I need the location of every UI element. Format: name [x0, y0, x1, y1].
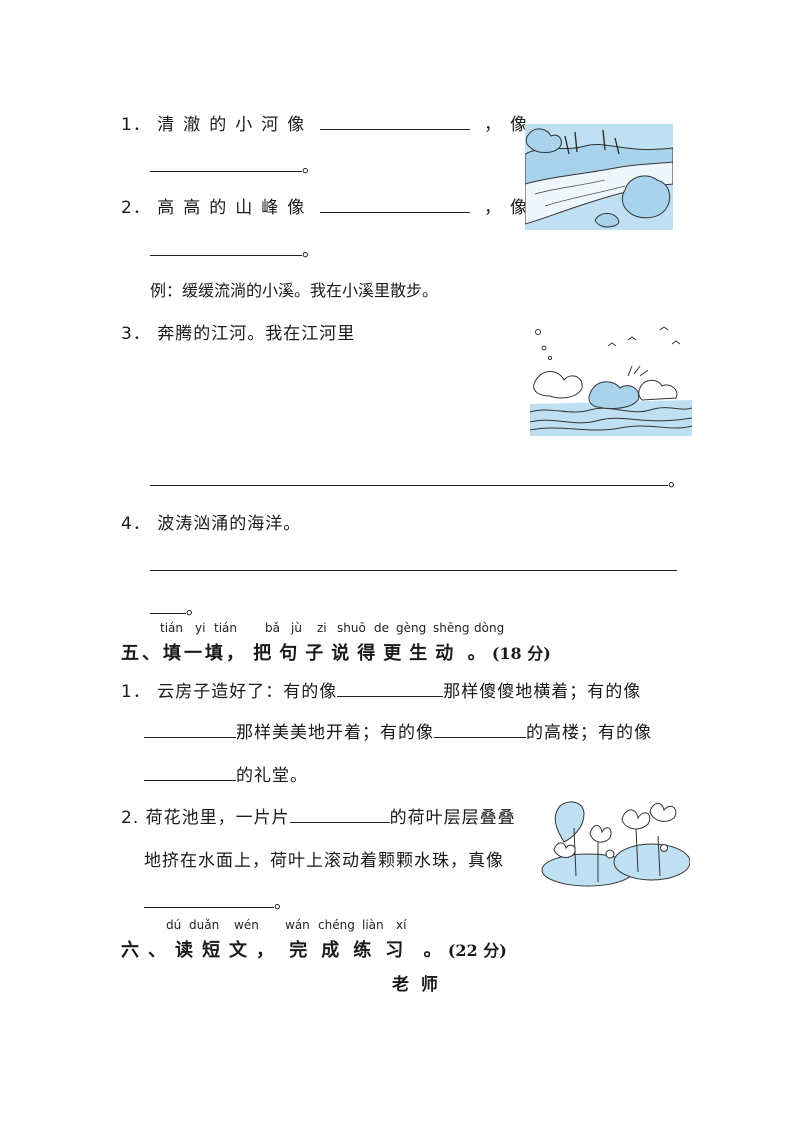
question-2-line1: 2． 高高的山峰像 ，像	[121, 193, 536, 218]
question-connector: ，像	[484, 198, 537, 218]
section-score: (18 分)	[491, 644, 551, 663]
sentence-text: 的荷叶层层叠叠	[389, 808, 516, 828]
example-sentence: 例：缓缓流淌的小溪。我在小溪里散步。	[150, 281, 439, 300]
pinyin: shuō	[337, 621, 366, 635]
answer-blank[interactable]	[337, 678, 444, 697]
lotus-pond-illustration	[541, 801, 690, 887]
section-5-pinyin: tián yi tián bǎ jù zi shuō de gèng shēng…	[0, 621, 800, 637]
answer-blank[interactable]	[319, 194, 470, 213]
pinyin: tián	[160, 621, 183, 635]
question-number: 2.	[121, 808, 140, 828]
pinyin: dú	[166, 918, 182, 932]
passage-title: 老 师	[392, 975, 438, 995]
answer-blank[interactable]	[434, 719, 526, 738]
question-connector: ，像	[484, 115, 537, 135]
question-prompt: 清澈的小河像	[157, 115, 314, 135]
pinyin: liàn	[362, 918, 384, 932]
answer-blank[interactable]	[150, 237, 302, 256]
question-prompt: 波涛汹涌的海洋。	[157, 514, 302, 534]
sentence-text: 云房子造好了：有的像	[157, 682, 338, 702]
question-number: 2．	[121, 198, 151, 218]
sentence-text: 那样美美地开着；有的像	[236, 723, 434, 743]
pinyin: tián	[214, 621, 237, 635]
section-6-pinyin: dú duǎn wén wán chéng liàn xí	[0, 918, 800, 934]
section-6-heading: 六、读短文， 完成练习 。 (22 分)	[121, 936, 507, 962]
sentence-text: 的高楼；有的像	[526, 723, 652, 743]
answer-blank[interactable]	[150, 467, 668, 486]
question-4-answer-line2: 。	[150, 594, 204, 619]
answer-blank[interactable]	[150, 595, 186, 614]
question-end: 。	[302, 157, 320, 177]
question-2-line2: 。	[150, 236, 320, 261]
pinyin: shēng	[433, 621, 470, 635]
answer-blank[interactable]	[144, 719, 236, 738]
pinyin: wán	[285, 918, 310, 932]
answer-blank[interactable]	[144, 762, 236, 781]
question-prompt: 高高的山峰像	[157, 198, 314, 218]
question-3-answer-line: 。	[150, 466, 686, 491]
section-5-item-1-line3: 的礼堂。	[144, 761, 308, 786]
section-5-item-1-line2: 那样美美地开着；有的像 的高楼；有的像	[144, 718, 652, 743]
section-5-item-1-line1: 1． 云房子造好了：有的像 那样傻傻地横着；有的像	[121, 677, 641, 702]
answer-blank[interactable]	[144, 889, 274, 908]
question-end: 。	[274, 893, 292, 913]
question-3-line1: 3． 奔腾的江河。我在江河里	[121, 319, 355, 344]
answer-blank[interactable]	[150, 153, 302, 172]
pinyin: jù	[291, 621, 302, 635]
question-number: 1．	[121, 115, 151, 135]
sentence-text: 那样傻傻地横着；有的像	[443, 682, 642, 702]
sentence-text: 荷花池里，一片片	[145, 808, 290, 828]
section-title-continued: 把句子说得更生动	[253, 643, 462, 664]
sea-waves-illustration	[530, 326, 692, 436]
question-end: 。	[302, 241, 320, 261]
pinyin: yi	[195, 621, 206, 635]
pinyin: dòng	[474, 621, 505, 635]
section-5-item-2-line1: 2. 荷花池里，一片片 的荷叶层层叠叠	[121, 803, 516, 828]
sentence-text: 的礼堂。	[236, 766, 308, 786]
question-end: 。	[186, 599, 204, 619]
section-end: 。	[423, 940, 442, 961]
question-1-line2: 。	[150, 152, 320, 177]
answer-blank[interactable]	[289, 804, 390, 823]
section-5-heading: 五、填一填， 把句子说得更生动 。 (18 分)	[121, 639, 551, 665]
section-title-continued: 完成练习	[289, 940, 418, 961]
question-number: 3．	[121, 324, 151, 344]
sentence-text: 地挤在水面上，荷叶上滚动着颗颗水珠，真像	[144, 851, 504, 871]
question-4-answer-line1	[150, 552, 677, 576]
answer-blank[interactable]	[150, 552, 677, 571]
pinyin: chéng	[318, 918, 355, 932]
section-end: 。	[467, 643, 486, 664]
question-number: 4．	[121, 514, 151, 534]
section-score: (22 分)	[447, 941, 507, 960]
pinyin: bǎ	[265, 621, 280, 635]
question-prompt: 奔腾的江河。我在江河里	[157, 324, 356, 344]
section-title: 六、读短文，	[121, 940, 283, 961]
section-5-item-2-line2: 地挤在水面上，荷叶上滚动着颗颗水珠，真像	[144, 846, 504, 871]
pinyin: duǎn	[189, 918, 220, 932]
pinyin: wén	[234, 918, 259, 932]
question-4-line1: 4． 波涛汹涌的海洋。	[121, 509, 301, 534]
question-1-line1: 1． 清澈的小河像 ，像	[121, 110, 536, 135]
section-title: 五、填一填，	[121, 643, 247, 664]
pinyin: de	[374, 621, 389, 635]
pinyin: gèng	[396, 621, 427, 635]
section-5-item-2-line3: 。	[144, 888, 292, 913]
river-landscape-illustration	[525, 124, 673, 230]
pinyin: zi	[317, 621, 327, 635]
answer-blank[interactable]	[319, 111, 470, 130]
pinyin: xí	[396, 918, 407, 932]
question-number: 1．	[121, 682, 151, 702]
question-end: 。	[668, 471, 686, 491]
